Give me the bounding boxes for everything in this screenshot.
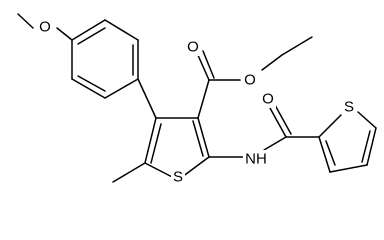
bond-thienyl-c2s [318,114,342,138]
atom-label-s-core: S [173,169,183,186]
bond-core-c2c3 [197,117,210,158]
atom-o-methoxy: O [37,18,53,36]
bond-ring-a-inner3 [77,75,106,92]
atom-label-o-carbonyl-ester: O [187,39,199,56]
bond-o-aryl [56,27,73,41]
bond-c3-carbonyl [197,79,210,119]
atom-o-ester: O [242,71,258,89]
bond-thienyl-c4c3 [329,164,368,173]
bond-oester-ch2 [261,54,283,71]
bond-ring-a5 [71,78,106,99]
atom-o-amide: O [260,90,276,108]
atom-label-s-thienyl: S [344,99,354,116]
atom-label-n-amide: NH [245,151,267,168]
bond-core-c4c5-double [150,123,162,164]
bond-thienyl-c3c2-double [325,140,336,166]
atom-label-o-methoxy: O [39,19,51,36]
bond-amide-o-double-b [274,104,292,135]
atom-label-o-ester: O [244,72,256,89]
bond-c5-methyl [112,162,146,183]
bond-ring-a2 [104,19,139,41]
atom-s-thienyl: S [342,98,356,116]
bond-ring-a-inner1 [77,27,106,45]
bond-thienyl-c5c4-double [361,130,371,163]
bond-thienyl-sc5 [357,111,377,129]
atom-label-o-amide: O [262,91,274,108]
atom-labels: O O O O NH S S [37,18,356,186]
atom-s-core: S [171,168,185,186]
bond-amide-o-double-a [269,107,287,138]
bond-methyl-o [17,13,34,29]
structure-diagram: O O O O NH S S [17,13,377,186]
bond-core-c4c5 [144,117,157,164]
bond-n-carbonyl [263,136,287,151]
bond-aryl-core [137,78,157,119]
bond-ring-a4 [104,78,139,99]
atom-n-amide: NH [243,150,269,168]
bond-lines [17,13,377,183]
atom-o-carbonyl-ester: O [185,38,201,56]
bond-carbonyl-o-double-a [196,52,210,81]
bond-thienyl-c3c2 [318,136,331,173]
bond-core-c2c3-double [192,120,204,157]
bond-carbonyl-o-double-b [202,50,215,79]
bond-thienyl-c5c4 [366,127,377,166]
bond-ring-a1 [71,19,106,41]
bond-ch2-ch3 [281,36,313,56]
